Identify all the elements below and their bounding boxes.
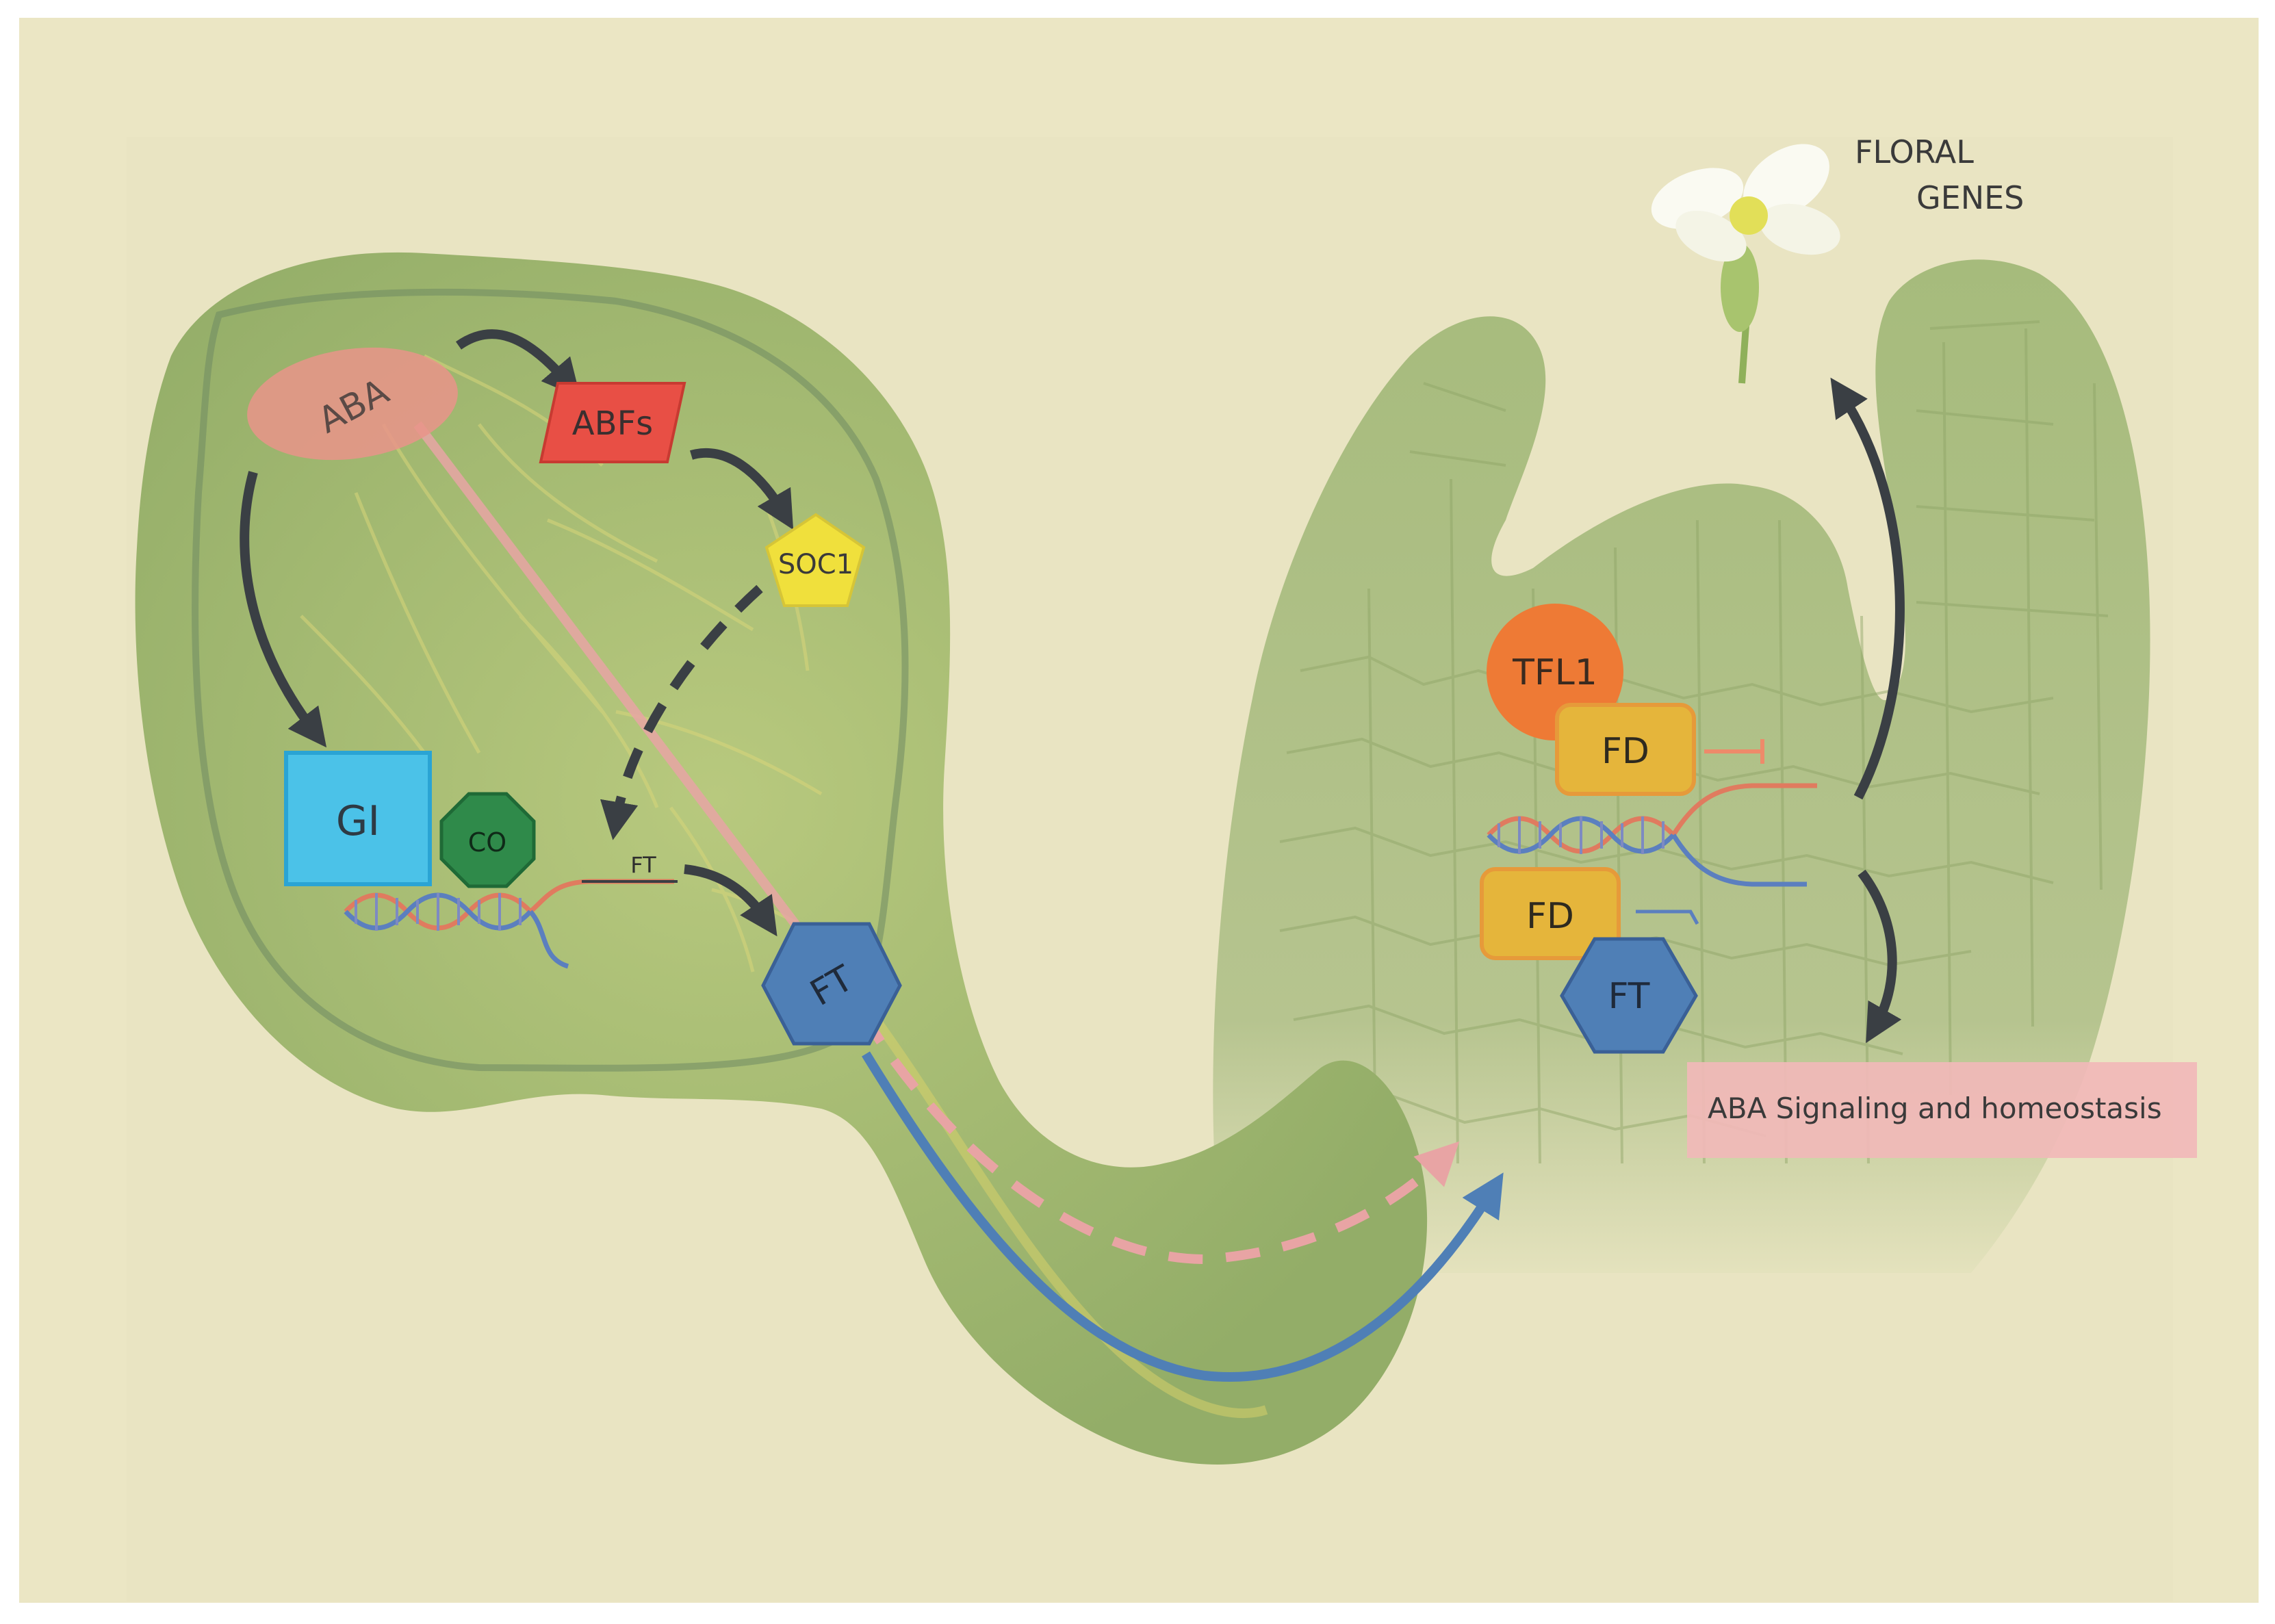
co-label: CO — [468, 827, 506, 858]
fd-activation-bend — [1636, 910, 1699, 925]
ft-apex-node — [1560, 937, 1698, 1054]
gi-label: GI — [336, 797, 380, 845]
arrow-abfs-to-soc1 — [689, 448, 794, 530]
fd-lower-node — [1480, 867, 1621, 960]
aba-transport-dashed-arrow — [858, 1010, 1460, 1265]
ft-apex-label: FT — [1608, 976, 1650, 1017]
fd-upper-label: FD — [1602, 731, 1649, 772]
ft-gene-label: FT — [630, 852, 656, 878]
tfl1-label: TFL1 — [1512, 652, 1597, 693]
dna-helix-leaf — [344, 879, 674, 969]
aba-signaling-box — [1687, 1062, 2197, 1158]
fd-lower-label: FD — [1526, 896, 1574, 937]
gi-node — [284, 751, 432, 886]
arrow-ft-gene-to-ft-protein — [684, 864, 777, 937]
regulatory-arrows — [240, 329, 1905, 1044]
abfs-node — [539, 382, 686, 463]
co-node — [439, 792, 536, 888]
fd-repression-bar — [1704, 739, 1764, 764]
floral-genes-label-line2: GENES — [1916, 179, 2024, 216]
arrow-to-aba-signaling — [1858, 869, 1902, 1044]
arrow-aba-to-abfs — [455, 329, 581, 398]
soc1-node — [764, 513, 866, 607]
soc1-label: SOC1 — [778, 549, 853, 580]
abfs-label: ABFs — [572, 404, 653, 443]
flower-icon — [1651, 144, 1840, 384]
aba-node — [247, 347, 458, 461]
fd-upper-node — [1555, 703, 1696, 796]
ft-transport-arrow — [862, 1051, 1504, 1382]
floral-genes-label-line1: FLORAL — [1855, 133, 1974, 170]
ft-leaf-node — [761, 922, 902, 1046]
arrow-aba-to-gi — [240, 471, 327, 748]
dna-helix-apex — [1487, 783, 1817, 887]
aba-signaling-label: ABA Signaling and homeostasis — [1708, 1092, 2162, 1125]
leaf-stem-highlight — [851, 989, 1268, 1419]
leaf-blade — [135, 252, 1428, 1465]
arrow-to-floral-genes — [1830, 377, 1905, 800]
aba-transport-line — [413, 421, 866, 1016]
